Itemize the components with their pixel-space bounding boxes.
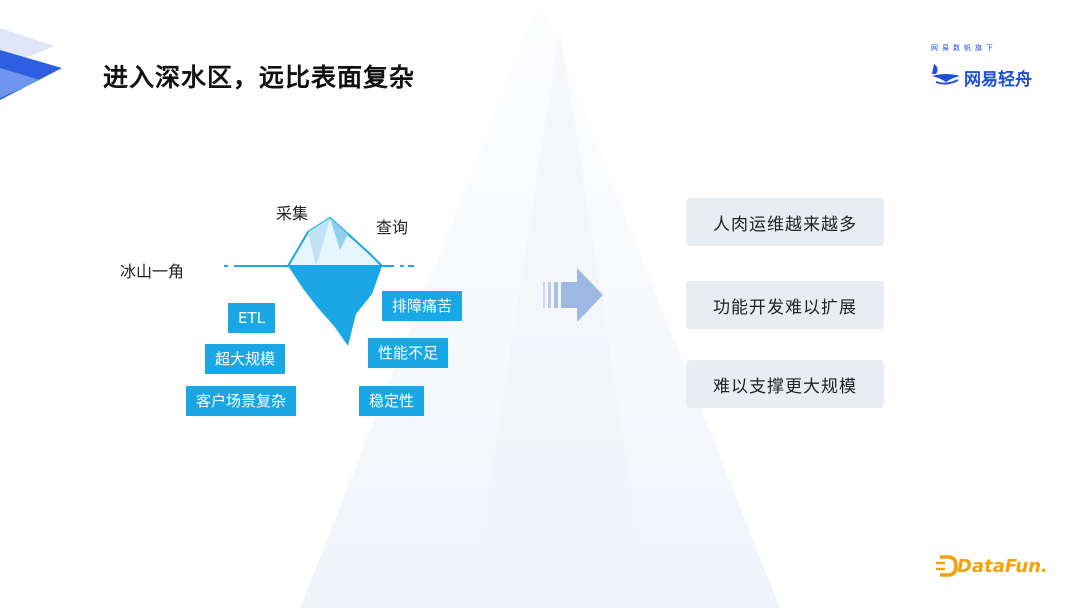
result-card-scale: 难以支撑更大规模	[686, 360, 884, 408]
iceberg-waterline-label: 冰山一角	[120, 262, 185, 281]
brand-name: 网易轻舟	[964, 70, 1032, 90]
hidden-tag-etl: ETL	[228, 303, 275, 333]
brand-tagline: 网易数帆旗下	[931, 44, 997, 52]
result-card-extensibility: 功能开发难以扩展	[686, 281, 884, 329]
hidden-tag-troubleshooting: 排障痛苦	[382, 291, 463, 321]
iceberg-tip-label-right: 查询	[376, 218, 409, 237]
boat-logo-icon	[932, 64, 960, 85]
datafun-logo-text: DataFun.	[957, 556, 1048, 577]
hidden-tag-performance: 性能不足	[368, 338, 449, 368]
datafun-logo-icon	[936, 555, 958, 577]
right-arrow-icon	[543, 268, 603, 322]
iceberg-illustration	[224, 216, 468, 346]
brand-logo: 网易数帆旗下 网易轻舟	[928, 40, 1040, 92]
result-card-ops: 人肉运维越来越多	[686, 198, 884, 246]
corner-arrow-decoration	[0, 28, 62, 100]
slide-title: 进入深水区，远比表面复杂	[103, 63, 416, 92]
hidden-tag-large-scale: 超大规模	[205, 344, 286, 374]
iceberg-tip-label-left: 采集	[276, 204, 309, 223]
hidden-tag-complex-scenarios: 客户场景复杂	[186, 386, 297, 416]
hidden-tag-stability: 稳定性	[359, 386, 425, 416]
